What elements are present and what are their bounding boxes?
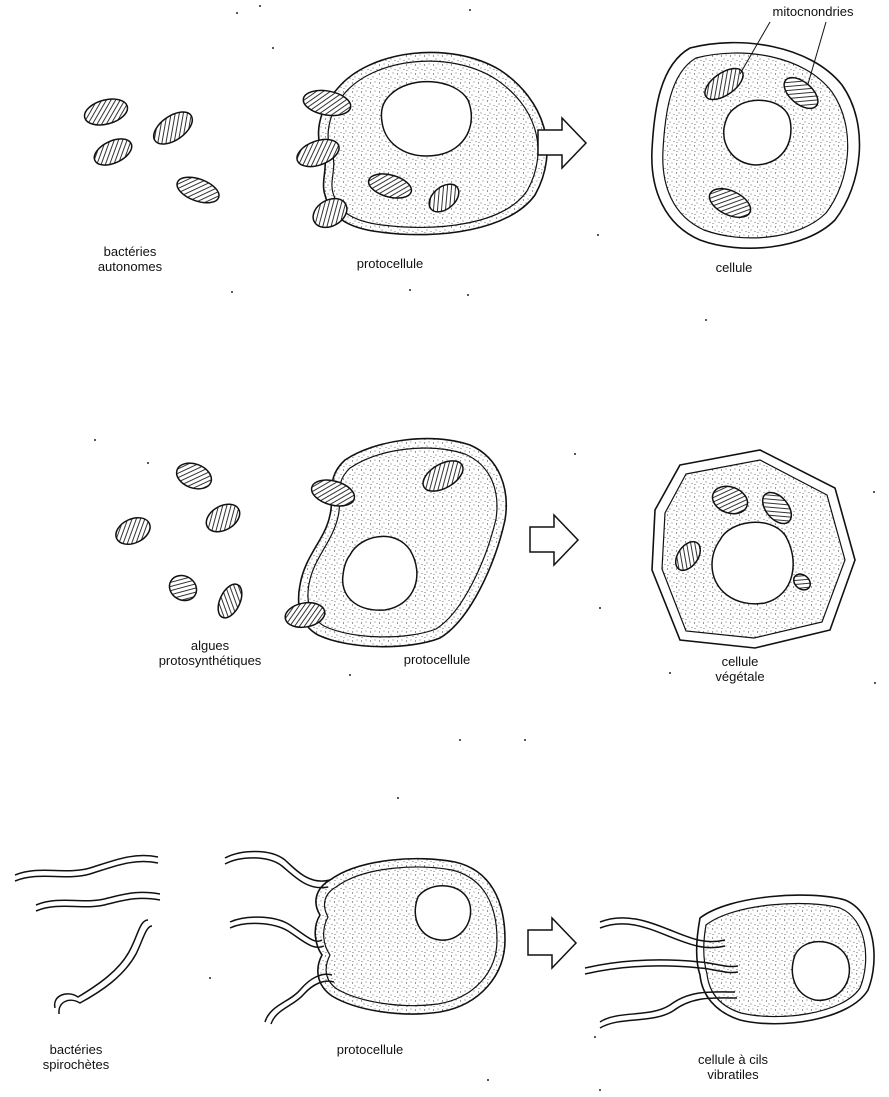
label-protocell-row1: protocellule: [340, 256, 440, 271]
label-mitochondria: mitocnondries: [748, 4, 878, 19]
protocell-row2: [283, 439, 506, 647]
protocell-row3: [225, 852, 505, 1025]
cell-row1: [652, 22, 860, 248]
label-protocell-row2: protocellule: [387, 652, 487, 667]
free-algae-row2: [112, 459, 247, 622]
cell-row3: [585, 895, 874, 1028]
free-bacteria-row1: [82, 95, 223, 208]
arrow-right-icon: [530, 515, 578, 565]
protocell-row1: [293, 52, 547, 234]
free-spirochetes-row3: [15, 855, 160, 1014]
cell-row2: [652, 450, 855, 648]
label-cell-row1: cellule: [684, 260, 784, 275]
label-protocell-row3: protocellule: [320, 1042, 420, 1057]
arrow-right-icon: [528, 918, 576, 968]
